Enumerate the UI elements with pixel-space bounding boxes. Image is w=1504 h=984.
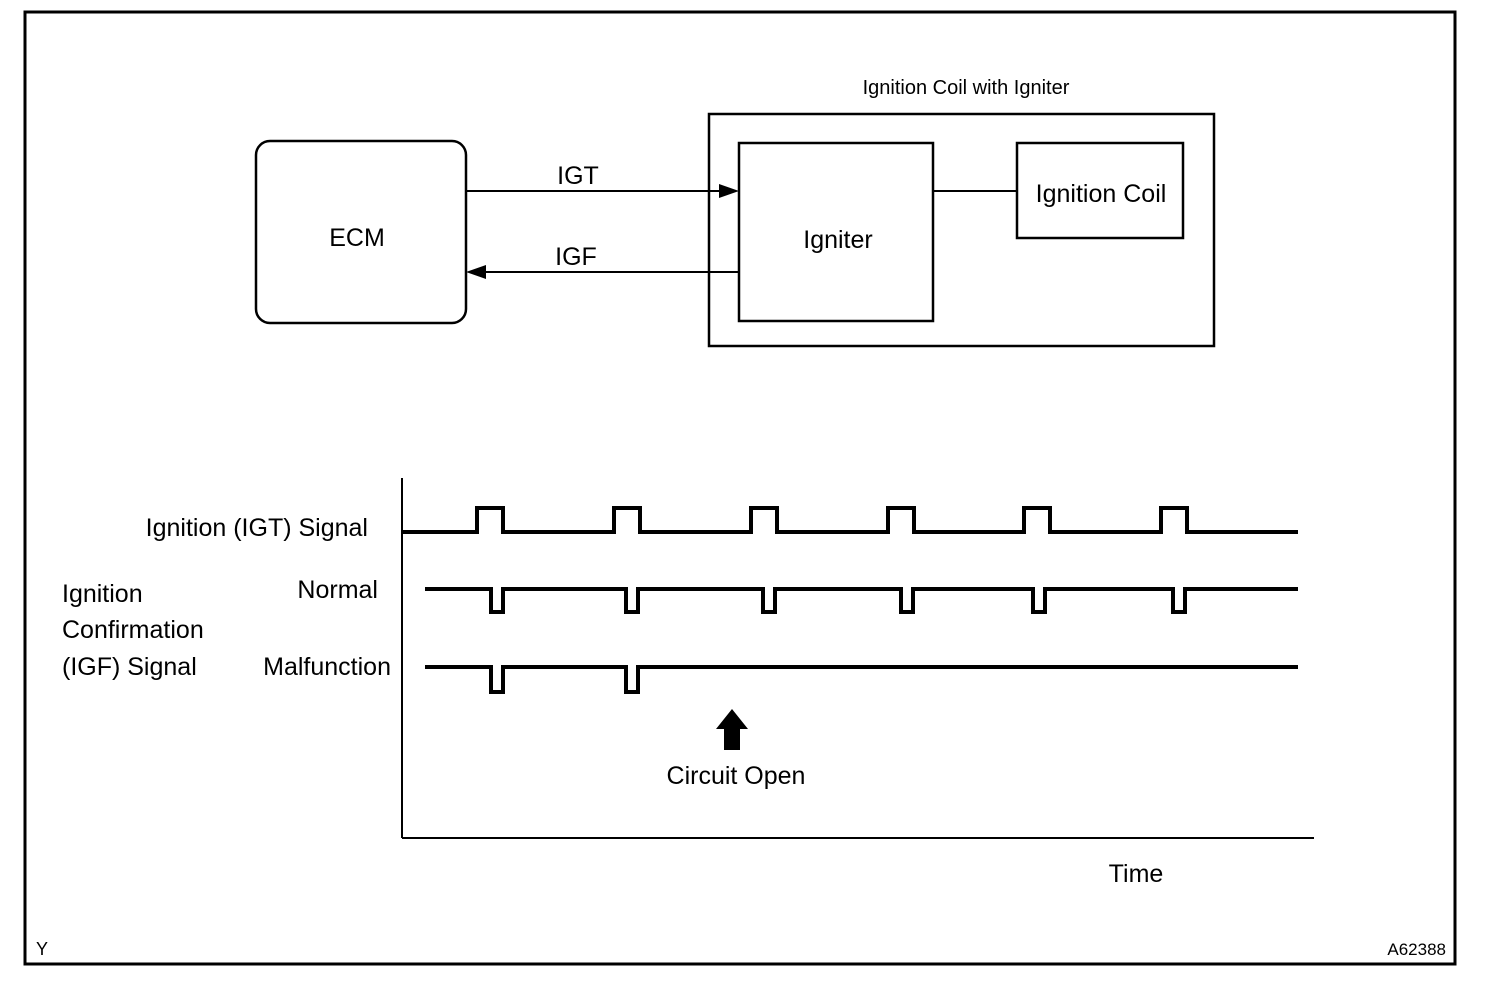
ignition-coil-label: Ignition Coil bbox=[1036, 180, 1167, 208]
ecm-label: ECM bbox=[329, 224, 385, 252]
igf-arrowhead bbox=[466, 265, 486, 279]
igt-label: IGT bbox=[557, 162, 599, 190]
circuit-open-label: Circuit Open bbox=[667, 762, 806, 790]
igf-signal-label-line-3: (IGF) Signal bbox=[62, 653, 197, 681]
igniter-box bbox=[737, 141, 935, 323]
time-axis-label: Time bbox=[1109, 860, 1164, 888]
igf-malfunction-waveform bbox=[425, 665, 1298, 694]
ignition-coil-with-igniter-box bbox=[707, 112, 1216, 348]
malfunction-label: Malfunction bbox=[263, 653, 391, 681]
figure-frame bbox=[23, 10, 1457, 966]
igt-signal-waveform bbox=[402, 506, 1298, 534]
circuit-open-arrow-icon bbox=[716, 709, 748, 750]
igf-normal-waveform bbox=[425, 587, 1298, 614]
ecm-box bbox=[254, 139, 468, 325]
footer-left-code: Y bbox=[36, 939, 48, 959]
igt-signal-label: Ignition (IGT) Signal bbox=[146, 514, 368, 542]
igf-signal-label-line-2: Confirmation bbox=[62, 616, 204, 644]
igt-arrowhead bbox=[719, 184, 739, 198]
igf-label: IGF bbox=[555, 243, 597, 271]
igf-signal-label-line-1: Ignition bbox=[62, 580, 143, 608]
figure-id: A62388 bbox=[1387, 940, 1446, 959]
igniter-label: Igniter bbox=[803, 226, 872, 254]
group-label: Ignition Coil with Igniter bbox=[863, 77, 1070, 99]
normal-label: Normal bbox=[297, 576, 378, 604]
